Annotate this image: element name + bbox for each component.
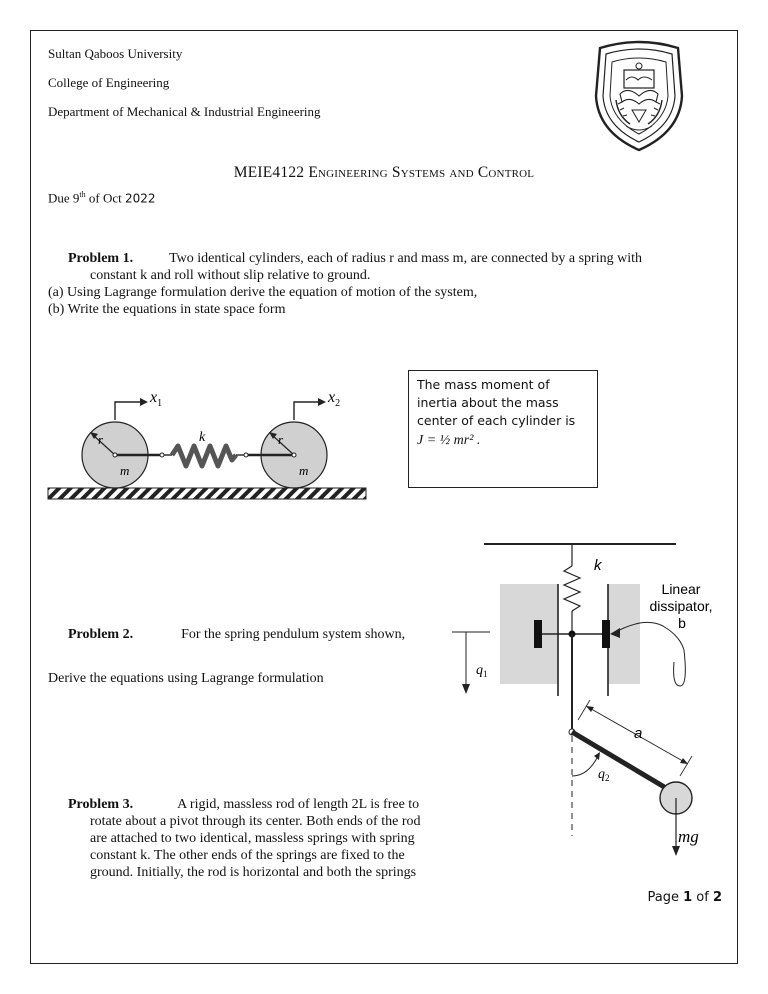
problem1-part-b: (b) Write the equations in state space f… — [48, 302, 286, 317]
problem2-line: For the spring pendulum system shown, — [181, 627, 406, 642]
problem1-line2: constant k and roll without slip relativ… — [90, 268, 371, 283]
problem3-line4: constant k. The other ends of the spring… — [90, 848, 405, 863]
label-r-left: r — [98, 432, 104, 447]
college-name: College of Engineering — [48, 75, 170, 90]
label-q1-sub: 1 — [483, 669, 488, 679]
problem3-line1: A rigid, massless rod of length 2L is fr… — [177, 797, 420, 812]
problem2-instruction: Derive the equations using Lagrange form… — [48, 671, 324, 686]
university-logo — [594, 40, 684, 152]
page-border — [30, 30, 738, 964]
course-code: MEIE4122 — [233, 164, 305, 181]
label-x2-sub: 2 — [335, 398, 340, 409]
page-total: 2 — [712, 890, 722, 905]
problem1-text: Problem 1. Two identical cylinders, each … — [68, 250, 728, 267]
inertia-line1: The mass moment of — [417, 377, 550, 392]
course-title: MEIE4122 Engineering Systems and Control — [0, 164, 768, 182]
problem3-line5: ground. Initially, the rod is horizontal… — [90, 865, 417, 880]
label-dissipator-1: Linear — [662, 581, 701, 597]
label-m-right: m — [299, 463, 308, 478]
spring-k2 — [562, 565, 582, 612]
university-name: Sultan Qaboos University — [48, 46, 183, 61]
problem3-line2: rotate about a pivot through its center.… — [90, 814, 421, 829]
label-k2: k — [594, 557, 603, 574]
due-sup: th — [79, 190, 86, 199]
problem2-label: Problem 2. — [68, 627, 134, 642]
label-r-right: r — [278, 432, 284, 447]
problem1-label: Problem 1. — [68, 251, 134, 266]
inertia-line3: center of each cylinder is — [417, 413, 576, 428]
label-x1: x — [149, 389, 157, 406]
problem3-text: Problem 3. A rigid, massless rod of lengt… — [68, 796, 419, 813]
label-m-left: m — [120, 463, 129, 478]
spring-k — [169, 443, 238, 469]
svg-text:q1: q1 — [476, 663, 488, 679]
label-mg: mg — [678, 827, 699, 846]
problem3-line3: are attached to two identical, massless … — [90, 831, 415, 846]
page-number: Page 1 of 2 — [648, 890, 723, 905]
svg-text:q2: q2 — [598, 767, 610, 783]
inertia-equation: J = ½ mr² . — [417, 433, 481, 448]
label-k: k — [199, 430, 206, 445]
department-name: Department of Mechanical & Industrial En… — [48, 104, 321, 119]
due-date: Due 9th of Oct 2022 — [48, 190, 156, 206]
inertia-line2: inertia about the mass — [417, 395, 559, 410]
page-current: 1 — [683, 890, 693, 905]
label-q2-sub: 2 — [605, 773, 610, 783]
problem1-part-a: (a) Using Lagrange formulation derive th… — [48, 285, 478, 300]
svg-text:x2: x2 — [327, 389, 340, 409]
problem1-line1: Two identical cylinders, each of radius … — [169, 251, 643, 266]
page-prefix: Page — [647, 890, 684, 905]
inertia-note: The mass moment of inertia about the mas… — [408, 370, 598, 488]
label-x1-sub: 1 — [157, 398, 162, 409]
problem3-label: Problem 3. — [68, 797, 134, 812]
page-mid: of — [692, 890, 713, 905]
problem2-text: Problem 2. For the spring pendulum system… — [68, 626, 405, 643]
label-a: a — [634, 725, 642, 742]
label-x2: x — [327, 389, 335, 406]
course-name: Engineering Systems and Control — [308, 164, 535, 181]
figure-spring-pendulum: k Linear dissipator, b q1 q2 a mg — [452, 543, 713, 856]
label-dissipator-2: dissipator, — [649, 598, 712, 614]
figure-two-cylinders: x1 x2 k r r m m — [47, 389, 367, 500]
label-q1: q — [476, 663, 483, 678]
label-dissipator-3: b — [678, 615, 686, 631]
due-year: 2022 — [125, 191, 156, 206]
ground-hatch — [47, 487, 367, 500]
due-prefix: Due 9 — [48, 190, 80, 206]
svg-text:x1: x1 — [149, 389, 162, 409]
due-mid: of Oct — [85, 190, 126, 206]
label-q2: q — [598, 767, 605, 782]
